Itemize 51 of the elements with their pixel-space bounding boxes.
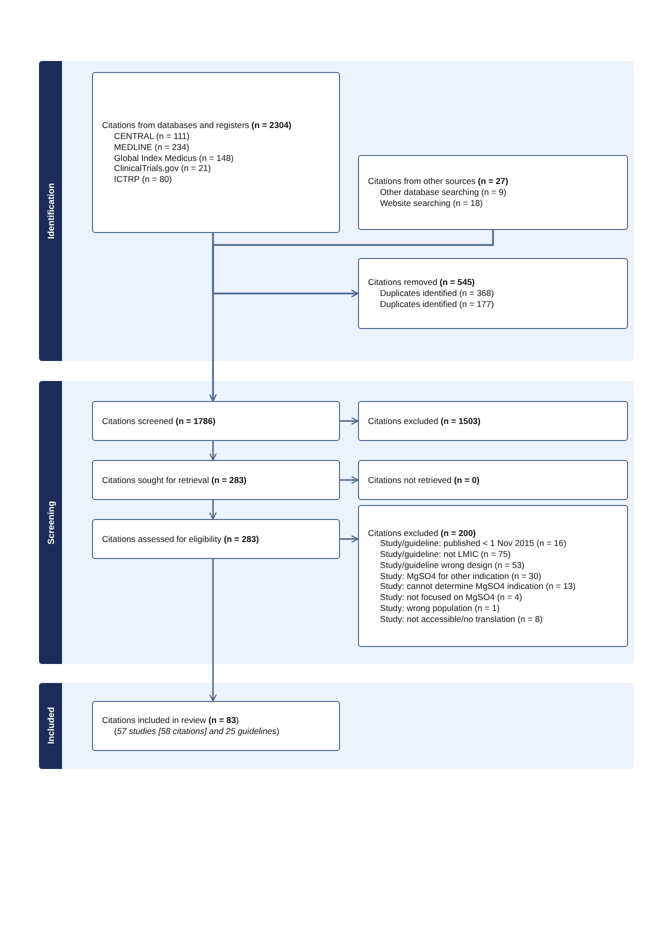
phase-label: Included: [46, 707, 56, 744]
box-heading: Citations from databases and registers (n = 2304): [102, 120, 292, 132]
box-line: Study/guideline wrong design (n = 53): [379, 560, 526, 571]
box-line: Duplicates identified (n = 177): [379, 298, 495, 310]
process-box: [92, 519, 340, 559]
process-box: [358, 401, 628, 441]
box-line: ClinicalTrials.gov (n = 21): [113, 163, 212, 174]
box-heading: Citations screened (n = 1786): [102, 416, 216, 426]
process-box: [358, 258, 628, 329]
process-box: [358, 155, 628, 230]
arrow: [209, 441, 217, 461]
box-line: ICTRP (n = 80): [113, 174, 173, 185]
phase-panel: [39, 381, 634, 664]
box-line: CENTRAL (n = 111): [113, 131, 191, 142]
box-line: Website searching (n = 18): [379, 198, 484, 209]
box-line: Study: MgSO4 for other indication (n = 30): [379, 570, 542, 582]
box-heading: Citations excluded (n = 200): [368, 528, 477, 538]
arrow: [209, 500, 217, 520]
phase-label: Identification: [46, 183, 56, 239]
arrow: [340, 417, 359, 425]
box-heading: Citations excluded (n = 1503): [368, 416, 482, 426]
box-heading: Citations from other sources (n = 27): [368, 176, 510, 188]
box-line: Study: not accessible/no translation (n = 8): [379, 614, 544, 624]
process-box: [358, 460, 628, 500]
arrow: [212, 230, 494, 298]
arrow: [340, 535, 359, 543]
phase-panel: [39, 683, 634, 769]
box-heading: Citations assessed for eligibility (n = 283): [102, 534, 260, 544]
box-line: Other database searching (n = 9): [379, 187, 508, 198]
process-box: [92, 72, 340, 233]
process-box: [92, 460, 340, 500]
process-box: [92, 401, 340, 441]
process-box: [92, 701, 340, 751]
arrow: [209, 559, 217, 702]
box-line: (57 studies [58 citations] and 25 guidelines): [113, 726, 280, 737]
box-line: Study/guideline: published < 1 Nov 2015 (n = 16): [379, 538, 568, 550]
box-heading: Citations not retrieved (n = 0): [368, 474, 481, 486]
box-line: Study: wrong population (n = 1): [379, 602, 501, 614]
process-box: [358, 505, 628, 647]
box-line: Duplicates identified (n = 368): [379, 288, 495, 299]
box-line: Study/guideline: not LMIC (n = 75): [379, 549, 512, 560]
box-line: Global Index Medicus (n = 148): [113, 152, 235, 164]
box-line: MEDLINE (n = 234): [113, 142, 190, 152]
box-heading: Citations removed (n = 545): [368, 277, 476, 288]
box-line: Study: not focused on MgSO4 (n = 4): [379, 592, 524, 603]
arrow: [340, 476, 359, 484]
box-heading: Citations sought for retrieval (n = 283): [102, 474, 248, 486]
phase-panel: [39, 61, 634, 361]
phase-label: Screening: [46, 500, 56, 544]
box-heading: Citations included in review (n = 83): [102, 715, 240, 726]
box-line: Study: cannot determine MgSO4 indication (n = 13): [379, 581, 577, 592]
